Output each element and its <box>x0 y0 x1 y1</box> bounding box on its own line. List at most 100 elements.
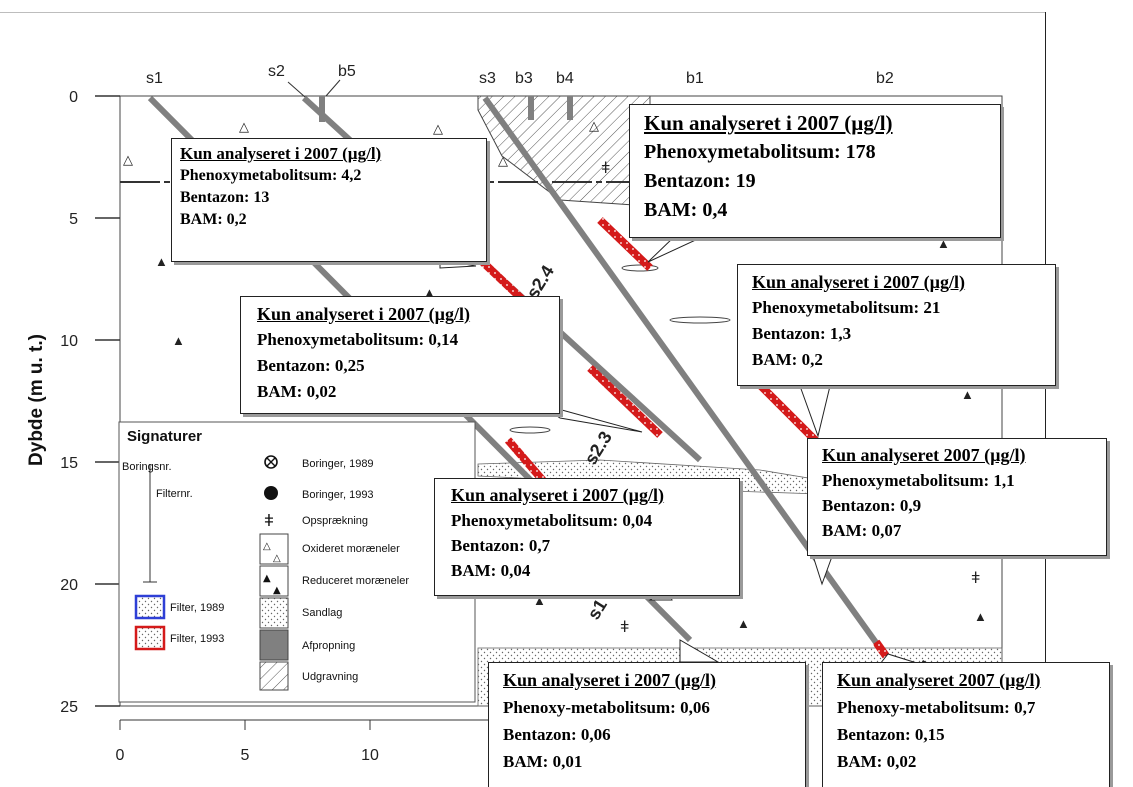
callout-line: Bentazon: 13 <box>180 189 270 206</box>
callout-line: Bentazon: 0,06 <box>503 725 611 744</box>
svg-text:▲: ▲ <box>263 573 271 584</box>
callout-s3-middle: Kun analyseret i 2007 (µg/l) Phenoxymeta… <box>737 264 1056 386</box>
svg-text:△: △ <box>273 553 281 564</box>
filter-1989-swatch <box>134 594 166 620</box>
circle-x-icon <box>264 455 278 469</box>
boring-label: s3 <box>479 70 496 87</box>
y-tick: 0 <box>69 89 78 106</box>
legend-item-label: Udgravning <box>302 671 358 683</box>
lens <box>669 316 731 324</box>
y-tick: 5 <box>69 211 78 228</box>
callout-title: Kun analyseret 2007 (µg/l) <box>822 445 1026 465</box>
svg-text:△: △ <box>263 541 271 552</box>
svg-text:△: △ <box>123 152 133 167</box>
callout-s3-upper: Kun analyseret i 2007 (µg/l) Phenoxymeta… <box>629 104 1001 238</box>
crack-icon: ǂ <box>264 511 274 530</box>
callout-title: Kun analyseret i 2007 (µg/l) <box>451 485 665 505</box>
callout-line: Phenoxymetabolitsum: 0,14 <box>257 330 459 349</box>
boring-label: b1 <box>686 70 704 87</box>
callout-line: BAM: 0,2 <box>752 350 823 369</box>
callout-line: Bentazon: 1,3 <box>752 324 852 343</box>
svg-text:△: △ <box>433 121 443 136</box>
callout-line: Bentazon: 19 <box>644 170 756 192</box>
lens <box>509 426 551 434</box>
svg-text:▲: ▲ <box>974 609 987 624</box>
callout-s3-bottom: Kun analyseret 2007 (µg/l) Phenoxy-metab… <box>822 662 1110 787</box>
svg-text:△: △ <box>498 153 508 168</box>
callout-line: BAM: 0,01 <box>503 752 583 771</box>
callout-title: Kun analyseret 2007 (µg/l) <box>837 670 1041 690</box>
svg-text:ǂ: ǂ <box>601 160 610 177</box>
callout-line: Bentazon: 0,9 <box>822 496 922 515</box>
y-axis <box>95 95 120 707</box>
filter-1993-swatch <box>134 625 166 651</box>
svg-text:▲: ▲ <box>172 333 185 348</box>
legend-item-label: Boringer, 1993 <box>302 489 374 501</box>
label-leader <box>325 79 341 97</box>
label-leader <box>287 81 306 98</box>
x-axis <box>119 719 490 730</box>
y-tick: 25 <box>60 699 78 716</box>
gray-fill-icon <box>259 629 289 661</box>
boring-label: s2 <box>268 63 285 80</box>
callout-line: BAM: 0,02 <box>837 752 917 771</box>
boring-label: b5 <box>338 63 356 80</box>
callout-s2-4: Kun analyseret i 2007 (µg/l) Phenoxymeta… <box>171 138 487 262</box>
callout-line: Bentazon: 0,7 <box>451 536 551 555</box>
callout-title: Kun analyseret i 2007 (µg/l) <box>257 304 471 324</box>
callout-s2-3: Kun analyseret i 2007 (µg/l) Phenoxymeta… <box>240 296 560 414</box>
svg-text:▲: ▲ <box>737 616 750 631</box>
legend-item-label: Sandlag <box>302 607 342 619</box>
callout-line: BAM: 0,4 <box>644 199 728 221</box>
callout-title: Kun analyseret i 2007 (µg/l) <box>752 272 966 292</box>
legend-filter-1989: Filter, 1989 <box>170 602 224 614</box>
legend-item-label: Afpropning <box>302 640 355 652</box>
y-tick: 15 <box>60 455 78 472</box>
section-symbols: △ △ △ △ △ ▲ ▲ ▲ ▲ ▲ ▲ ▲ ▲ ǂ ǂ ǂ <box>123 118 987 636</box>
svg-text:ǂ: ǂ <box>620 619 629 636</box>
callout-line: BAM: 0,2 <box>180 211 247 228</box>
callout-line: BAM: 0,04 <box>451 561 531 580</box>
callout-s1: Kun analyseret i 2007 (µg/l) Phenoxymeta… <box>434 478 740 596</box>
svg-text:ǂ: ǂ <box>971 570 980 587</box>
legend-boringsnr: Boringsnr. <box>122 461 172 473</box>
svg-text:▲: ▲ <box>273 585 281 596</box>
callout-title: Kun analyseret i 2007 (µg/l) <box>644 111 893 135</box>
callout-line: Phenoxy-metabolitsum: 0,06 <box>503 698 710 717</box>
boring-b4 <box>567 96 573 120</box>
legend: ǂ △ △ ▲ ▲ <box>118 421 476 703</box>
svg-text:▲: ▲ <box>937 236 950 251</box>
y-tick: 10 <box>60 333 78 350</box>
y-axis-label: Dybde (m u. t.) <box>26 334 47 466</box>
x-tick: 0 <box>116 747 125 764</box>
callout-s1-bottom: Kun analyseret i 2007 (µg/l) Phenoxy-met… <box>488 662 806 787</box>
callout-line: Phenoxymetabolitsum: 1,1 <box>822 471 1015 490</box>
svg-text:△: △ <box>589 118 599 133</box>
svg-text:▲: ▲ <box>155 254 168 269</box>
lens <box>621 264 659 272</box>
callout-line: BAM: 0,02 <box>257 382 337 401</box>
boring-b3 <box>528 96 534 120</box>
legend-item-label: Reduceret moræneler <box>302 575 409 587</box>
callout-s3-lower: Kun analyseret 2007 (µg/l) Phenoxymetabo… <box>807 438 1107 556</box>
legend-item-label: Oxideret moræneler <box>302 543 400 555</box>
boring-b5 <box>319 96 325 122</box>
callout-line: Phenoxymetabolitsum: 178 <box>644 141 876 163</box>
boring-label: s1 <box>146 70 163 87</box>
callout-line: BAM: 0,07 <box>822 521 902 540</box>
svg-text:▲: ▲ <box>533 593 546 608</box>
dotted-pattern-icon <box>259 597 289 629</box>
boring-label: b3 <box>515 70 533 87</box>
callout-line: Phenoxy-metabolitsum: 0,7 <box>837 698 1036 717</box>
svg-text:▲: ▲ <box>961 387 974 402</box>
callout-line: Bentazon: 0,25 <box>257 356 365 375</box>
x-tick: 5 <box>241 747 250 764</box>
filled-triangle-icon: ▲ ▲ <box>259 565 289 597</box>
y-tick: 20 <box>60 577 78 594</box>
callout-title: Kun analyseret i 2007 (µg/l) <box>180 144 382 163</box>
callout-line: Bentazon: 0,15 <box>837 725 945 744</box>
legend-item-label: Opsprækning <box>302 515 368 527</box>
svg-text:△: △ <box>239 119 249 134</box>
hatch-pattern-icon <box>259 661 289 691</box>
